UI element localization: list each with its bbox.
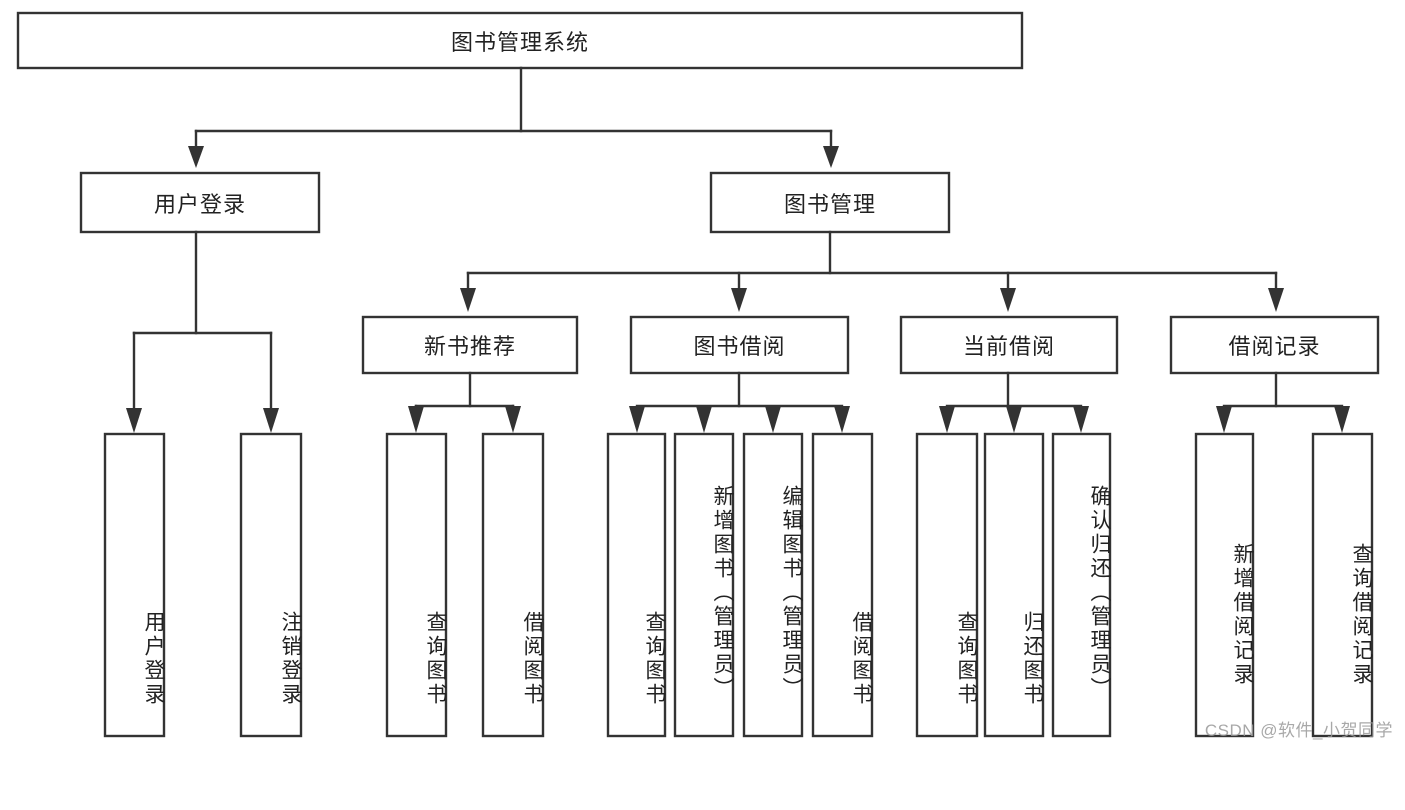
arrow-head-currentborrow-leaf-3: [1073, 406, 1089, 433]
arrow-head-level2-1: [188, 146, 204, 168]
flowchart-svg: [16, 11, 1380, 738]
node-book-borrow-box[interactable]: [629, 315, 850, 375]
node-leaf-box-query-book-2[interactable]: [606, 432, 667, 738]
node-root-box[interactable]: [16, 11, 1024, 70]
node-leaf-box-borrow-book-1[interactable]: [481, 432, 545, 738]
node-leaf-box-user-login[interactable]: [103, 432, 166, 738]
arrow-head-userlogin-leaf-2: [263, 408, 279, 433]
watermark-text: CSDN @软件_小贺同学: [1204, 721, 1393, 740]
arrow-head-borrowrecord-leaf-1: [1216, 406, 1232, 433]
arrow-head-bookborrow-leaf-3: [765, 406, 781, 433]
arrow-head-currentborrow-leaf-1: [939, 406, 955, 433]
node-book-manage-box[interactable]: [709, 171, 951, 234]
node-leaf-box-query-book-1[interactable]: [385, 432, 448, 738]
node-leaf-box-return-book[interactable]: [983, 432, 1045, 738]
node-leaf-box-add-book[interactable]: [673, 432, 735, 738]
arrow-head-newbook-leaf-2: [505, 406, 521, 433]
arrow-head-currentborrow-leaf-2: [1006, 406, 1022, 433]
arrow-head-bookborrow-leaf-2: [696, 406, 712, 433]
arrow-head-bookborrow-leaf-4: [834, 406, 850, 433]
node-current-borrow-box[interactable]: [899, 315, 1119, 375]
node-leaf-box-borrow-book-2[interactable]: [811, 432, 874, 738]
arrow-head-level3-4: [1268, 288, 1284, 312]
node-user-login-box[interactable]: [79, 171, 321, 234]
arrow-head-userlogin-leaf-1: [126, 408, 142, 433]
arrow-head-borrowrecord-leaf-2: [1334, 406, 1350, 433]
arrow-head-level2-2: [823, 146, 839, 168]
arrow-head-level3-3: [1000, 288, 1016, 312]
node-leaf-box-add-record[interactable]: [1194, 432, 1255, 738]
node-leaf-box-confirm-return[interactable]: [1051, 432, 1112, 738]
diagram-canvas-root: 图书管理系统 用户登录 图书管理 新书推荐 图书借阅 当前借阅 借阅记录 用户登…: [16, 11, 1393, 740]
node-leaf-box-logout[interactable]: [239, 432, 303, 738]
arrow-head-level3-1: [460, 288, 476, 312]
node-leaf-box-query-book-3[interactable]: [915, 432, 979, 738]
arrow-head-newbook-leaf-1: [408, 406, 424, 433]
node-new-book-recommend-box[interactable]: [361, 315, 579, 375]
node-borrow-record-box[interactable]: [1169, 315, 1380, 375]
arrow-head-bookborrow-leaf-1: [629, 406, 645, 433]
arrow-head-level3-2: [731, 288, 747, 312]
node-leaf-box-query-record[interactable]: [1311, 432, 1374, 738]
node-leaf-box-edit-book[interactable]: [742, 432, 804, 738]
